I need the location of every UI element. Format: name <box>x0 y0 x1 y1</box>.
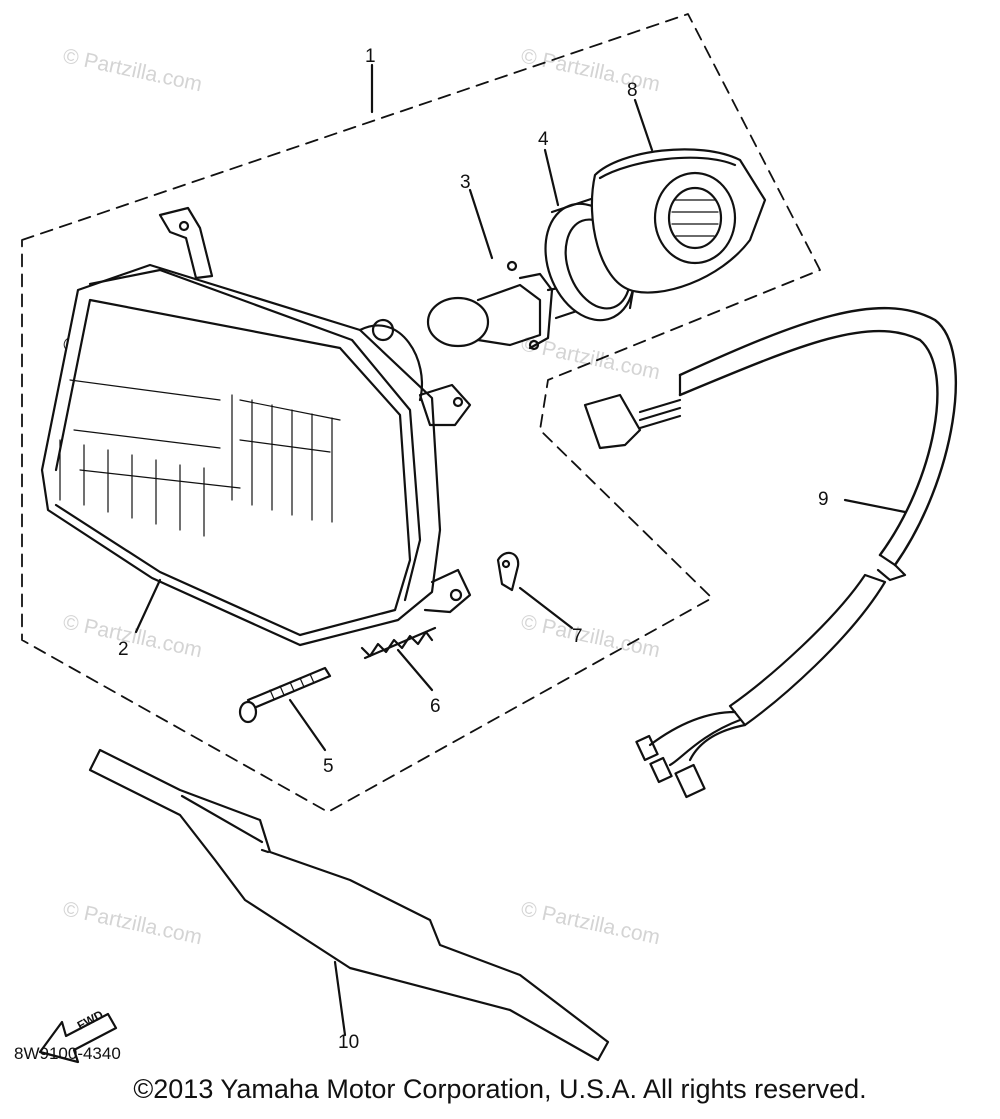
callout-10: 10 <box>338 1032 359 1053</box>
leader-2 <box>134 578 162 634</box>
diagram-code: 8W9100-4340 <box>14 1044 121 1063</box>
callout-2: 2 <box>118 639 129 660</box>
watermark: © Partzilla.com <box>61 610 204 662</box>
bolt <box>238 666 332 724</box>
leader-3 <box>468 188 494 260</box>
callout-7: 7 <box>572 626 583 647</box>
clip <box>496 551 520 592</box>
wire-harness <box>583 307 958 799</box>
callout-6: 6 <box>430 696 441 717</box>
leader-10 <box>333 960 347 1037</box>
copyright-notice: ©2013 Yamaha Motor Corporation, U.S.A. A… <box>133 1074 867 1104</box>
headlight-housing <box>40 206 472 647</box>
watermark: © Partzilla.com <box>61 44 204 96</box>
callout-3: 3 <box>460 172 471 193</box>
watermark: © Partzilla.com <box>519 44 662 96</box>
callout-1: 1 <box>365 46 376 67</box>
leader-9 <box>843 498 907 514</box>
leader-4 <box>543 148 560 207</box>
callout-4: 4 <box>538 129 549 150</box>
socket-cover <box>590 148 767 294</box>
leader-5 <box>288 698 327 752</box>
callout-9: 9 <box>818 489 829 510</box>
callout-5: 5 <box>323 756 334 777</box>
leader-7 <box>518 586 574 630</box>
assembly-outline <box>21 13 821 813</box>
bracket-stay <box>88 748 610 1062</box>
bulb <box>426 260 582 351</box>
callout-8: 8 <box>627 80 638 101</box>
spring <box>360 626 437 660</box>
leader-6 <box>396 648 434 692</box>
watermark: © Partzilla.com <box>519 610 662 662</box>
watermark: © Partzilla.com <box>519 897 662 949</box>
watermark: © Partzilla.com <box>519 332 662 384</box>
leader-8 <box>633 98 654 152</box>
fwd-arrow-icon <box>38 1012 118 1064</box>
watermark: © Partzilla.com <box>61 897 204 949</box>
